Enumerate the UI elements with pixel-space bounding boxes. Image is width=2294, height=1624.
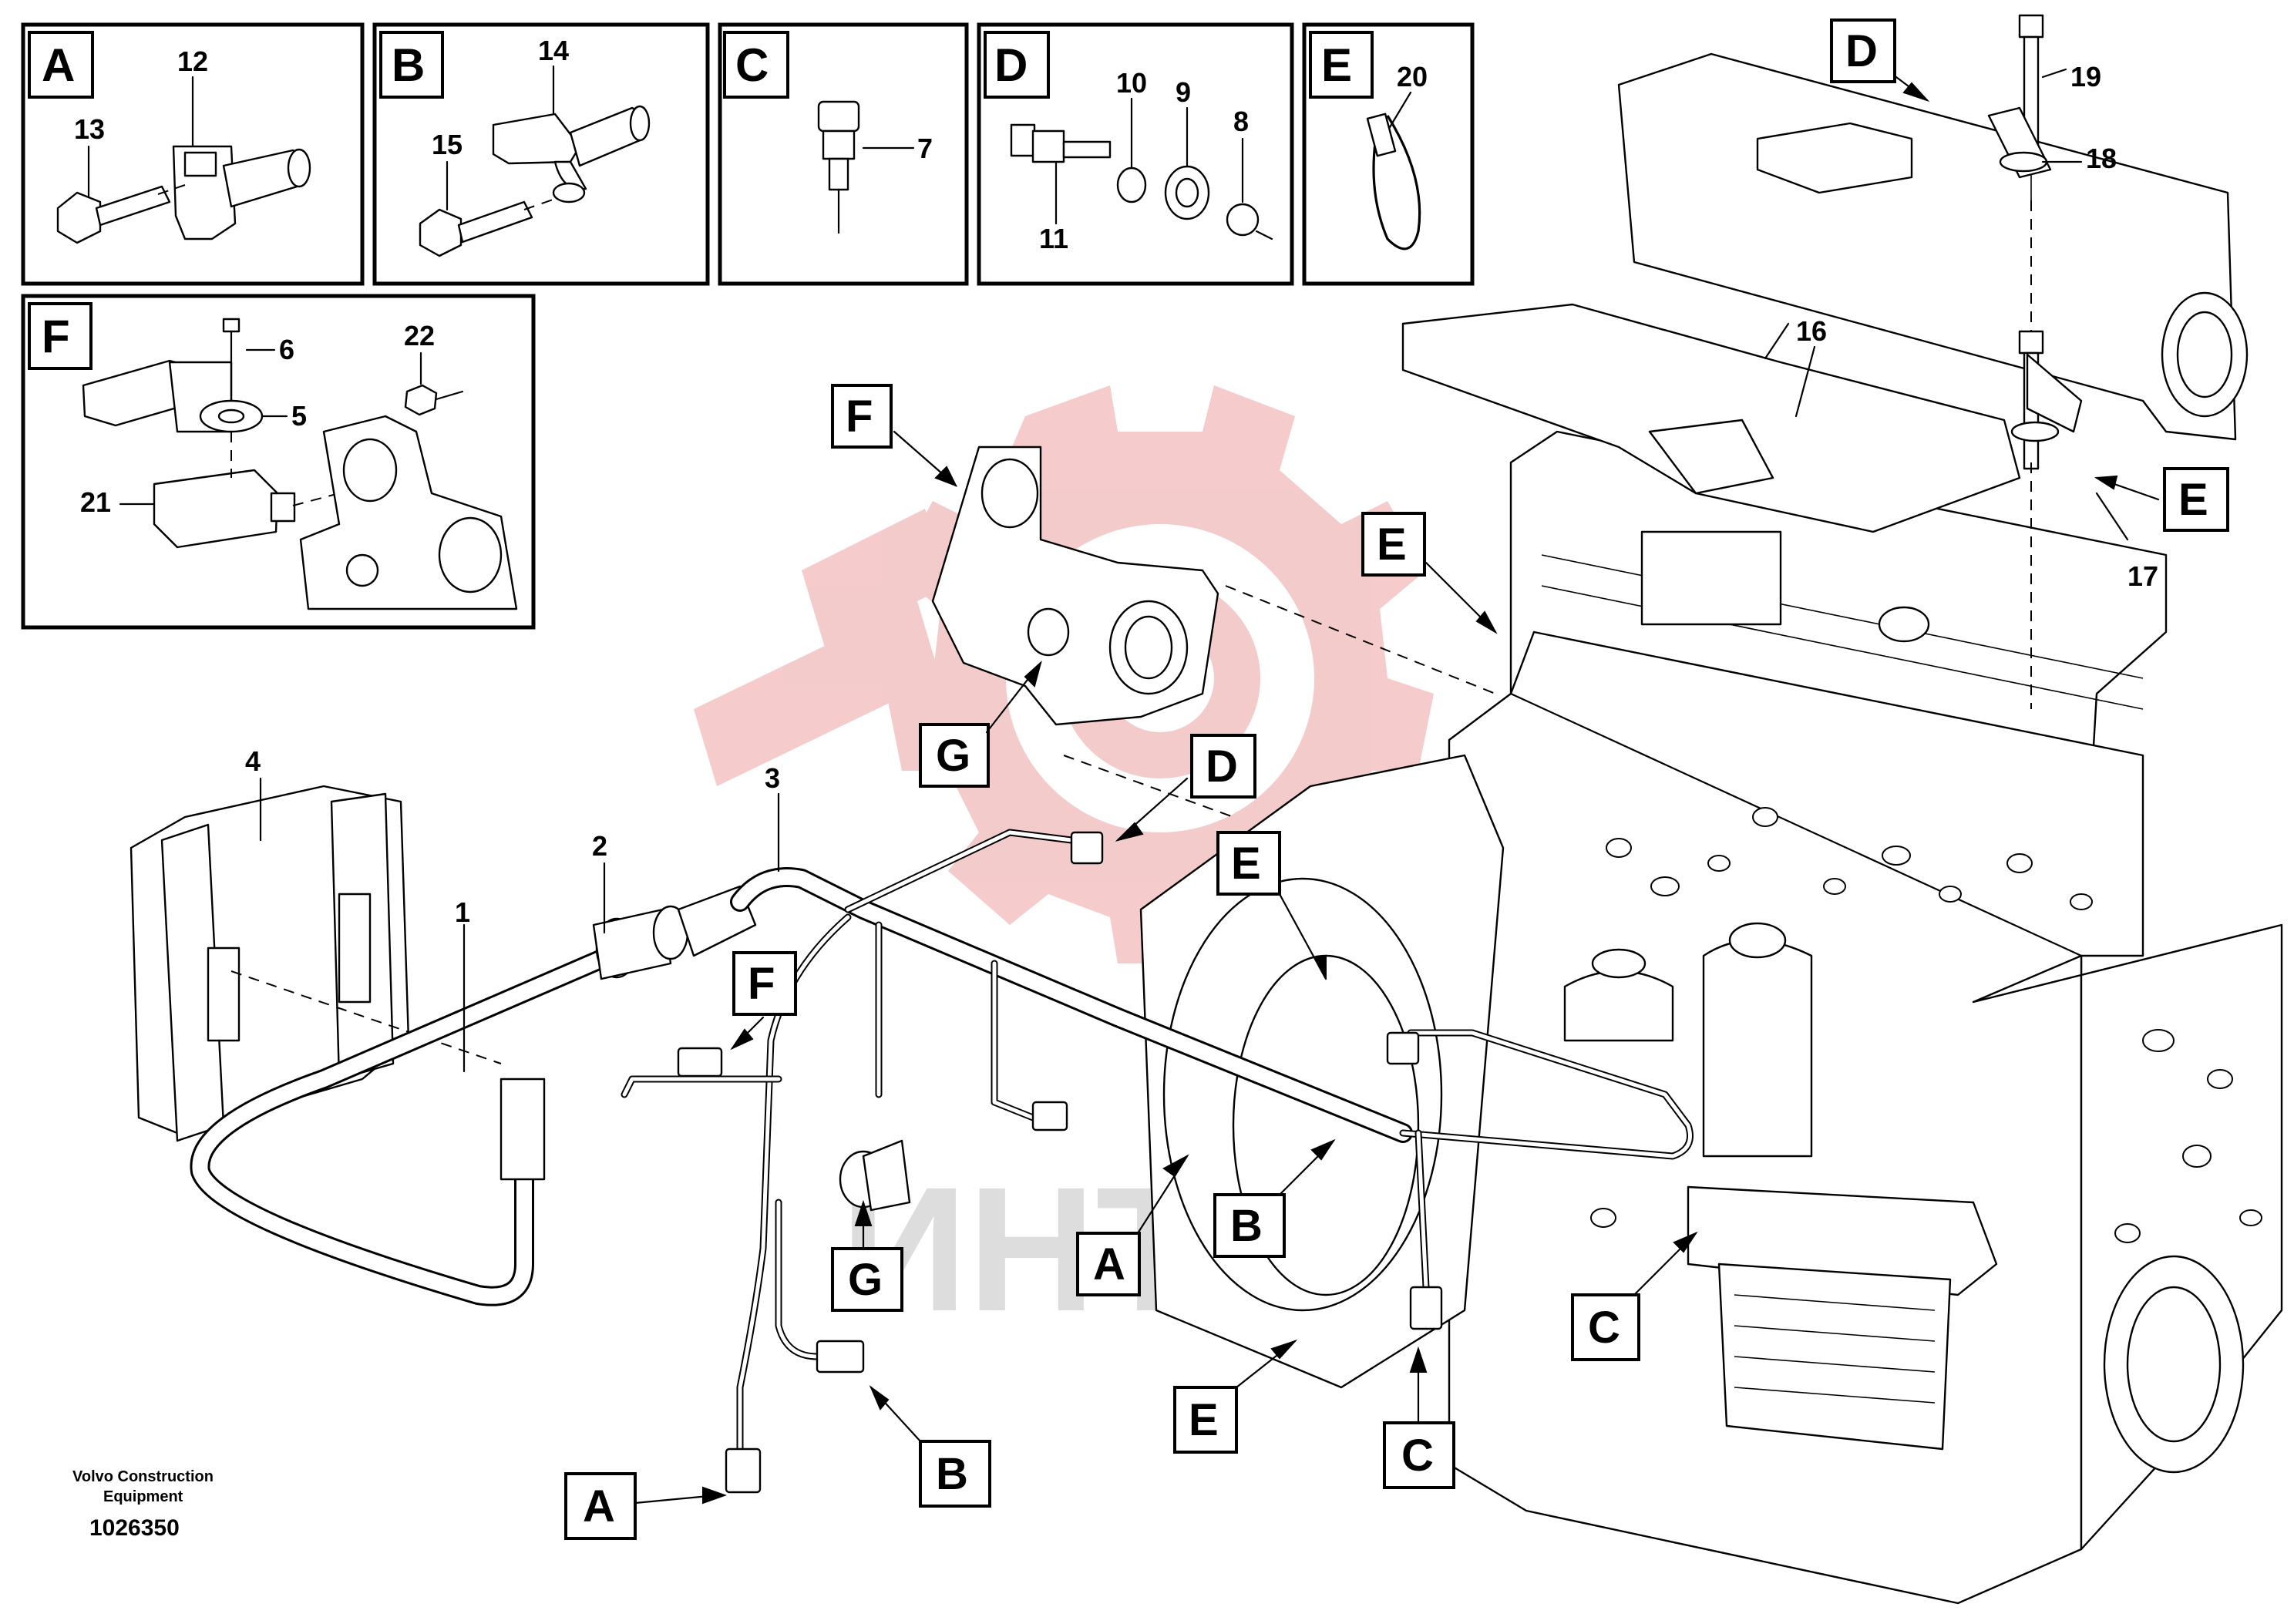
exhaust-manifold	[1617, 52, 2249, 441]
part-10-label: 10	[1116, 67, 1147, 99]
callout-B-mid: B	[1213, 1138, 1336, 1258]
sensor-5	[82, 318, 264, 433]
inset-B: B 14 15	[372, 22, 710, 286]
credit-line-1: Volvo Construction	[72, 1468, 214, 1485]
callout-B-lower: B	[869, 1385, 991, 1508]
callout-A-lower: A	[564, 1472, 727, 1540]
svg-text:E: E	[1377, 519, 1407, 570]
svg-text:E: E	[2178, 475, 2208, 525]
part-1-label: 1	[455, 896, 470, 928]
part-15-label: 15	[432, 129, 462, 160]
harness-1	[190, 946, 619, 1306]
doc-number: 1026350	[89, 1515, 180, 1541]
harness-3	[621, 829, 1694, 1453]
part-18-label: 18	[2086, 143, 2117, 174]
inset-D: D 10 9 8 11	[977, 22, 1294, 286]
inset-C: C 7	[718, 22, 969, 286]
svg-text:C: C	[1588, 1303, 1620, 1353]
svg-text:F: F	[846, 392, 873, 442]
svg-text:A: A	[583, 1481, 615, 1532]
part-5-label: 5	[291, 400, 307, 432]
part-2-label: 2	[592, 830, 607, 862]
part-13-label: 13	[74, 113, 105, 145]
callout-E-mid: E	[1216, 831, 1327, 980]
svg-text:C: C	[1401, 1431, 1434, 1481]
bracket-inset-F	[299, 415, 518, 610]
inset-B-label: B	[392, 39, 425, 91]
harness-connectors	[677, 831, 1443, 1494]
callout-A-mid: A	[1076, 1154, 1189, 1296]
bolt-15	[419, 198, 556, 257]
sensor-14	[492, 105, 651, 203]
callout-C-lower: C	[1383, 1346, 1455, 1489]
callout-E-lower: E	[1173, 1339, 1298, 1454]
part-22-label: 22	[404, 320, 435, 351]
svg-text:G: G	[936, 731, 970, 781]
svg-text:F: F	[748, 959, 775, 1009]
callout-D-mid: D	[1115, 734, 1256, 842]
svg-text:G: G	[848, 1255, 883, 1305]
svg-text:E: E	[1189, 1395, 1219, 1445]
part-7-label: 7	[917, 133, 933, 164]
callout-F-upper: F	[831, 384, 958, 487]
inset-E: E 20	[1302, 22, 1475, 286]
part-11-label: 11	[1039, 223, 1068, 254]
svg-text:B: B	[936, 1449, 968, 1499]
sensor-7	[817, 100, 860, 234]
part-16-label: 16	[1796, 315, 1827, 347]
inset-C-label: C	[735, 39, 769, 91]
callout-E-right: E	[2094, 467, 2229, 532]
part-8-label: 8	[1233, 106, 1249, 137]
part-12-label: 12	[177, 45, 208, 77]
inset-A-label: A	[42, 39, 75, 91]
svg-text:D: D	[1845, 26, 1878, 76]
inset-D-label: D	[994, 39, 1028, 91]
cable-tie-20	[1366, 113, 1421, 250]
credit-line-2: Equipment	[103, 1488, 183, 1505]
nut-22	[404, 384, 464, 416]
inset-E-label: E	[1321, 39, 1352, 91]
part-6-label: 6	[279, 334, 294, 365]
clamp-18	[1987, 106, 2052, 179]
callout-D-right: E	[1361, 512, 1498, 634]
part-21-label: 21	[80, 486, 111, 518]
sensor-12	[172, 145, 311, 240]
inset-A: A 12 13	[21, 22, 365, 286]
part-9-label: 9	[1176, 76, 1191, 108]
svg-text:A: A	[1093, 1239, 1125, 1289]
bracket-16	[1401, 303, 2021, 626]
sensor-11	[1010, 123, 1273, 240]
part-17-label: 17	[2128, 560, 2158, 592]
engine-block	[1448, 430, 2283, 1605]
callout-F-lower: F	[730, 951, 797, 1051]
bolt-17	[2010, 200, 2083, 709]
bolt-13	[56, 184, 186, 244]
oil-filter	[1563, 922, 1998, 1451]
part-4-label: 4	[245, 745, 261, 777]
part-19-label: 19	[2070, 61, 2101, 92]
part-20-label: 20	[1397, 61, 1428, 92]
svg-text:B: B	[1230, 1201, 1263, 1251]
callout-E-top: D	[1830, 18, 1930, 103]
callout-G-lower: G	[831, 1199, 903, 1312]
leader-lines	[259, 68, 2129, 1073]
sensor-bracket-G	[931, 446, 1496, 818]
part-3-label: 3	[765, 762, 780, 794]
inset-F-label: F	[42, 311, 70, 362]
callout-C-right: C	[1571, 1231, 1698, 1361]
svg-text:E: E	[1231, 839, 1261, 889]
svg-text:D: D	[1206, 741, 1238, 792]
inset-F: F 6 22 5 21	[21, 294, 536, 630]
block-holes	[1590, 807, 2262, 1243]
callout-G-upper: G	[919, 661, 1042, 788]
part-14-label: 14	[538, 35, 569, 66]
sensor-21	[153, 432, 340, 549]
